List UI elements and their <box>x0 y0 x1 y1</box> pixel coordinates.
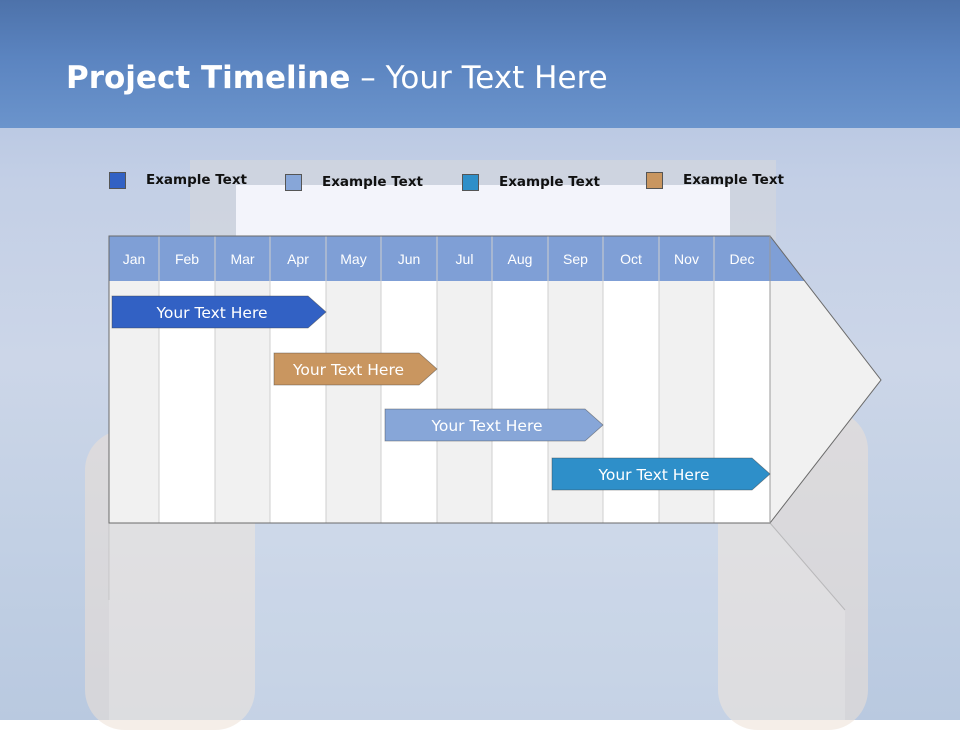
legend-item-2: Example Text <box>285 172 423 192</box>
month-label-sep: Sep <box>563 251 588 267</box>
timeline-bar-label: Your Text Here <box>292 361 404 379</box>
legend-label-1: Example Text <box>146 172 247 188</box>
month-column-aug <box>492 281 548 523</box>
month-label-mar: Mar <box>230 251 254 267</box>
legend-item-1: Example Text <box>109 170 247 190</box>
legend-item-4: Example Text <box>646 170 784 190</box>
timeline-bar-shape <box>273 352 438 386</box>
legend-label-3: Example Text <box>499 174 600 190</box>
month-label-jun: Jun <box>398 251 421 267</box>
legend-swatch-3 <box>462 173 479 191</box>
timeline-bar-2: Your Text Here <box>273 352 438 386</box>
timeline-arrow-outline <box>108 235 882 524</box>
month-label-dec: Dec <box>730 251 755 267</box>
month-label-jan: Jan <box>123 251 146 267</box>
timeline-bar-shape <box>551 457 771 491</box>
timeline-bar-label: Your Text Here <box>155 304 267 322</box>
timeline-bar-1: Your Text Here <box>111 295 327 329</box>
legend-label-4: Example Text <box>683 172 784 188</box>
month-label-may: May <box>340 251 366 267</box>
page-title: Project Timeline – Your Text Here <box>66 60 608 96</box>
month-label-aug: Aug <box>508 251 533 267</box>
timeline-bar-label: Your Text Here <box>597 466 709 484</box>
title-bold: Project Timeline <box>66 60 351 96</box>
timeline-bar-shape <box>384 408 604 442</box>
month-column-jul <box>437 281 492 523</box>
timeline-bar-4: Your Text Here <box>551 457 771 491</box>
month-label-oct: Oct <box>620 251 642 267</box>
timeline-bar-shape <box>111 295 327 329</box>
month-label-jul: Jul <box>456 251 474 267</box>
month-label-nov: Nov <box>674 251 699 267</box>
month-label-feb: Feb <box>175 251 199 267</box>
legend-swatch-2 <box>285 173 302 191</box>
legend-swatch-4 <box>646 171 663 189</box>
legend-label-2: Example Text <box>322 174 423 190</box>
title-banner <box>0 0 960 128</box>
month-column-jun <box>381 281 437 523</box>
month-label-apr: Apr <box>287 251 309 267</box>
legend-item-3: Example Text <box>462 172 600 192</box>
month-column-may <box>326 281 381 523</box>
title-rest: – Your Text Here <box>350 60 608 96</box>
timeline-bar-label: Your Text Here <box>430 417 542 435</box>
held-card-paper <box>236 185 730 240</box>
month-header-band <box>109 236 881 281</box>
reflection-edge <box>769 522 846 611</box>
timeline-reflection <box>109 523 845 720</box>
timeline-bar-3: Your Text Here <box>384 408 604 442</box>
legend-swatch-1 <box>109 171 126 189</box>
